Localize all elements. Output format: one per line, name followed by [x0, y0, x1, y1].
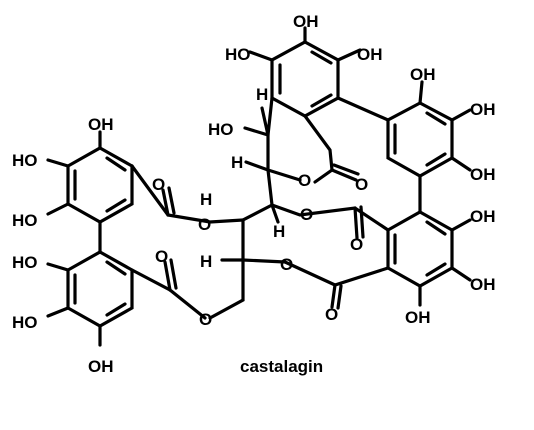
atom-label-o-ester-2: O — [300, 205, 313, 224]
atom-label-o-ester-3: O — [280, 255, 293, 274]
atom-label-o-carbonyl-5: O — [325, 305, 338, 324]
atom-label-o-ring: O — [298, 171, 311, 190]
atom-label-oh-right-3: OH — [470, 207, 496, 226]
atom-label-o-ester-4: O — [199, 310, 212, 329]
atom-label-oh-right-4: OH — [470, 275, 496, 294]
atom-label-oh-top-right: OH — [357, 45, 383, 64]
atom-label-o-ester-1: O — [198, 215, 211, 234]
atom-label-h-5: H — [200, 252, 212, 271]
atom-label-h-4: H — [273, 222, 285, 241]
atom-label-h-2: H — [231, 153, 243, 172]
atom-label-ho-left-4: HO — [12, 313, 38, 332]
bond-skeleton — [46, 26, 472, 347]
atom-label-ho-top-left: HO — [225, 45, 251, 64]
atom-label-h-1: H — [256, 85, 268, 104]
atom-label-layer: OH HO OH OH OH OH OH OH OH OH HO HO HO H… — [12, 12, 496, 376]
atom-label-ho-center: HO — [208, 120, 234, 139]
atom-label-o-carbonyl-4: O — [155, 247, 168, 266]
atom-label-oh-right-1: OH — [470, 100, 496, 119]
atom-label-ho-left-2: HO — [12, 211, 38, 230]
atom-label-oh-left-top: OH — [88, 115, 114, 134]
atom-label-o-carbonyl-2: O — [152, 175, 165, 194]
atom-label-oh-top: OH — [293, 12, 319, 31]
atom-label-ho-left-1: HO — [12, 151, 38, 170]
atom-label-oh-right-2: OH — [470, 165, 496, 184]
atom-label-oh-right-top: OH — [410, 65, 436, 84]
atom-label-oh-bottom-right: OH — [405, 308, 431, 327]
atom-label-o-carbonyl-1: O — [355, 175, 368, 194]
atom-label-ho-left-3: HO — [12, 253, 38, 272]
compound-name-caption: castalagin — [240, 357, 323, 376]
atom-label-oh-left-bottom: OH — [88, 357, 114, 376]
atom-label-o-carbonyl-3: O — [350, 235, 363, 254]
atom-label-h-3: H — [200, 190, 212, 209]
